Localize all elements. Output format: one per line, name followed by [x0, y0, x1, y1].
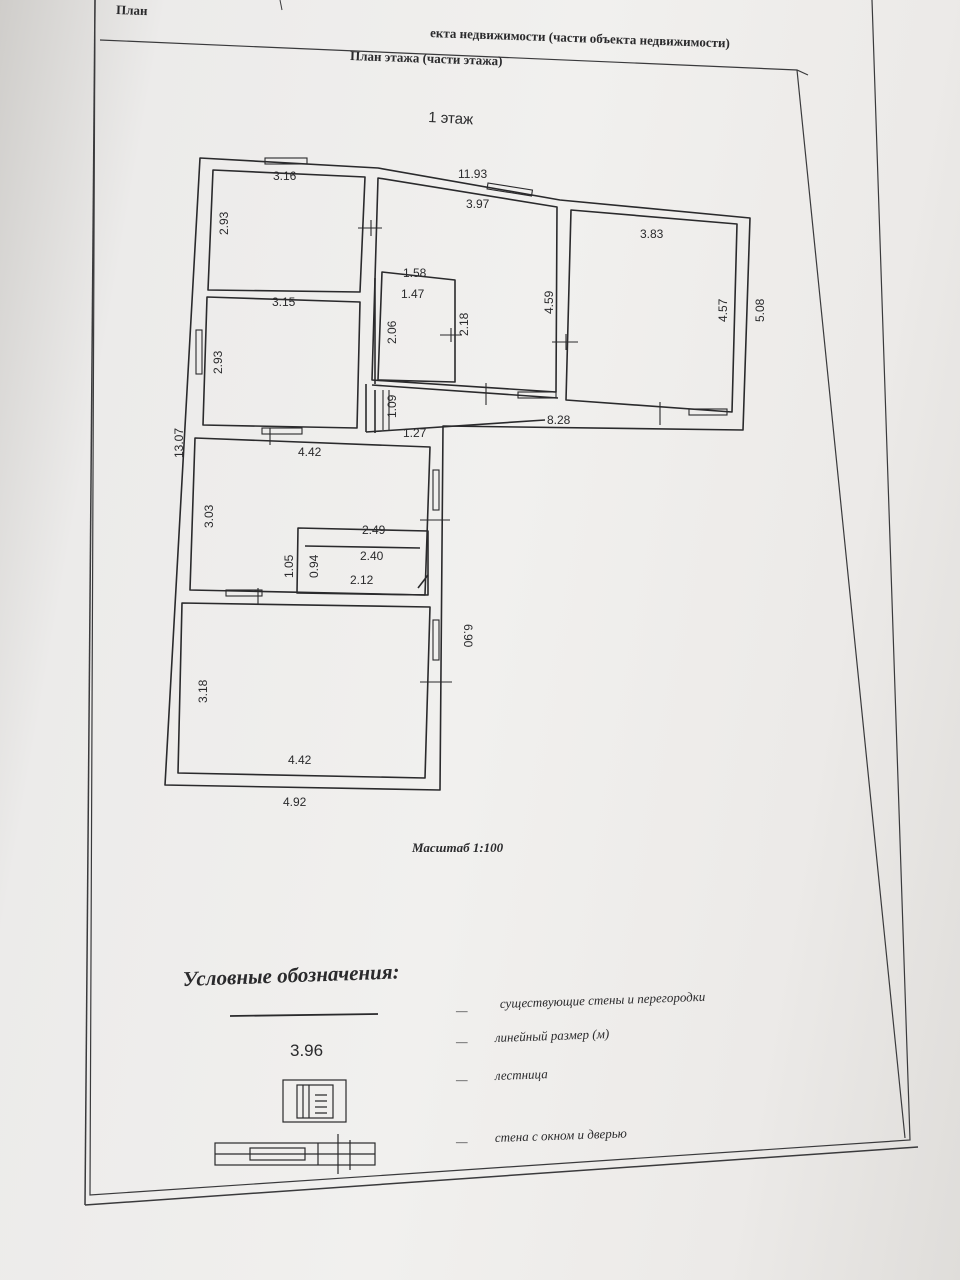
dim-overall-top: 11.93 [458, 167, 487, 181]
header-line-1: екта недвижимости (части объекта недвижи… [430, 25, 730, 50]
scale-label: Масштаб 1:100 [411, 840, 504, 855]
dim-stair-side: 2.18 [457, 312, 471, 336]
legend-item-3-dash: — [455, 1072, 468, 1087]
dim-room2-height: 2.93 [211, 350, 225, 374]
legend-stair-icon [282, 1079, 347, 1123]
floor-title: 1 этаж [428, 109, 474, 128]
dim-room3-width: 4.42 [298, 445, 322, 459]
dim-niche-width-inner: 2.12 [350, 573, 374, 587]
dim-niche-height-inner: 0.94 [307, 554, 321, 578]
dim-corridor-height: 1.09 [385, 394, 399, 418]
header-corner-text: План [116, 2, 148, 18]
dim-overall-left: 13.07 [172, 428, 186, 458]
dimension-labels: 11.93 3.16 3.97 3.83 2.93 1.58 1.47 2.06… [172, 167, 767, 809]
legend-item-1-label: существующие стены и перегородки [500, 989, 706, 1011]
legend-item-4-label: стена с окном и дверью [495, 1125, 628, 1145]
dim-overall-bottom: 4.92 [283, 795, 307, 809]
dim-room-center-height: 4.59 [542, 290, 556, 314]
legend-item-3-label: лестница [494, 1066, 549, 1083]
dim-niche-width-outer: 2.49 [362, 523, 386, 537]
dim-overall-right: 5.08 [753, 298, 767, 322]
dim-niche-width-mid: 2.40 [360, 549, 384, 563]
header-line-2: План этажа (части этажа) [350, 48, 503, 68]
dim-room1-width: 3.16 [273, 169, 297, 183]
dim-stair-height: 2.06 [385, 320, 399, 344]
dim-room3-height: 3.03 [202, 504, 216, 528]
dim-room2-width: 3.15 [272, 295, 296, 309]
dim-lower-block-height: 6.90 [461, 624, 475, 648]
dim-corridor-width: 1.27 [403, 426, 427, 440]
dim-stair-width-outer: 1.58 [403, 266, 427, 280]
dim-overall-bottom-right: 8.28 [547, 413, 571, 427]
dim-room-center-width: 3.97 [466, 197, 490, 211]
legend-item-1-dash: — [455, 1003, 468, 1018]
legend-wall-sample [229, 1013, 379, 1017]
dim-room-right-height: 4.57 [716, 298, 730, 322]
legend-item-4-dash: — [455, 1134, 468, 1149]
dim-niche-height-outer: 1.05 [282, 554, 296, 578]
dim-room4-height: 3.18 [196, 679, 210, 703]
dim-room-right-width: 3.83 [640, 227, 664, 241]
dim-room4-width: 4.42 [288, 753, 312, 767]
dim-stair-width-inner: 1.47 [401, 287, 425, 301]
plan-openings [195, 157, 728, 683]
legend-title: Условные обозначения: [182, 959, 400, 991]
page-frame [84, 0, 919, 1206]
legend-item-2-label: линейный размер (м) [494, 1026, 610, 1045]
legend-window-door-icon [214, 1134, 376, 1174]
legend: Условные обозначения: 3.96 — существующи… [182, 959, 706, 1174]
legend-item-2-dash: — [455, 1034, 468, 1049]
plan-walls [164, 157, 751, 791]
legend-dimension-sample: 3.96 [290, 1041, 323, 1060]
dim-room1-height: 2.93 [217, 211, 231, 235]
